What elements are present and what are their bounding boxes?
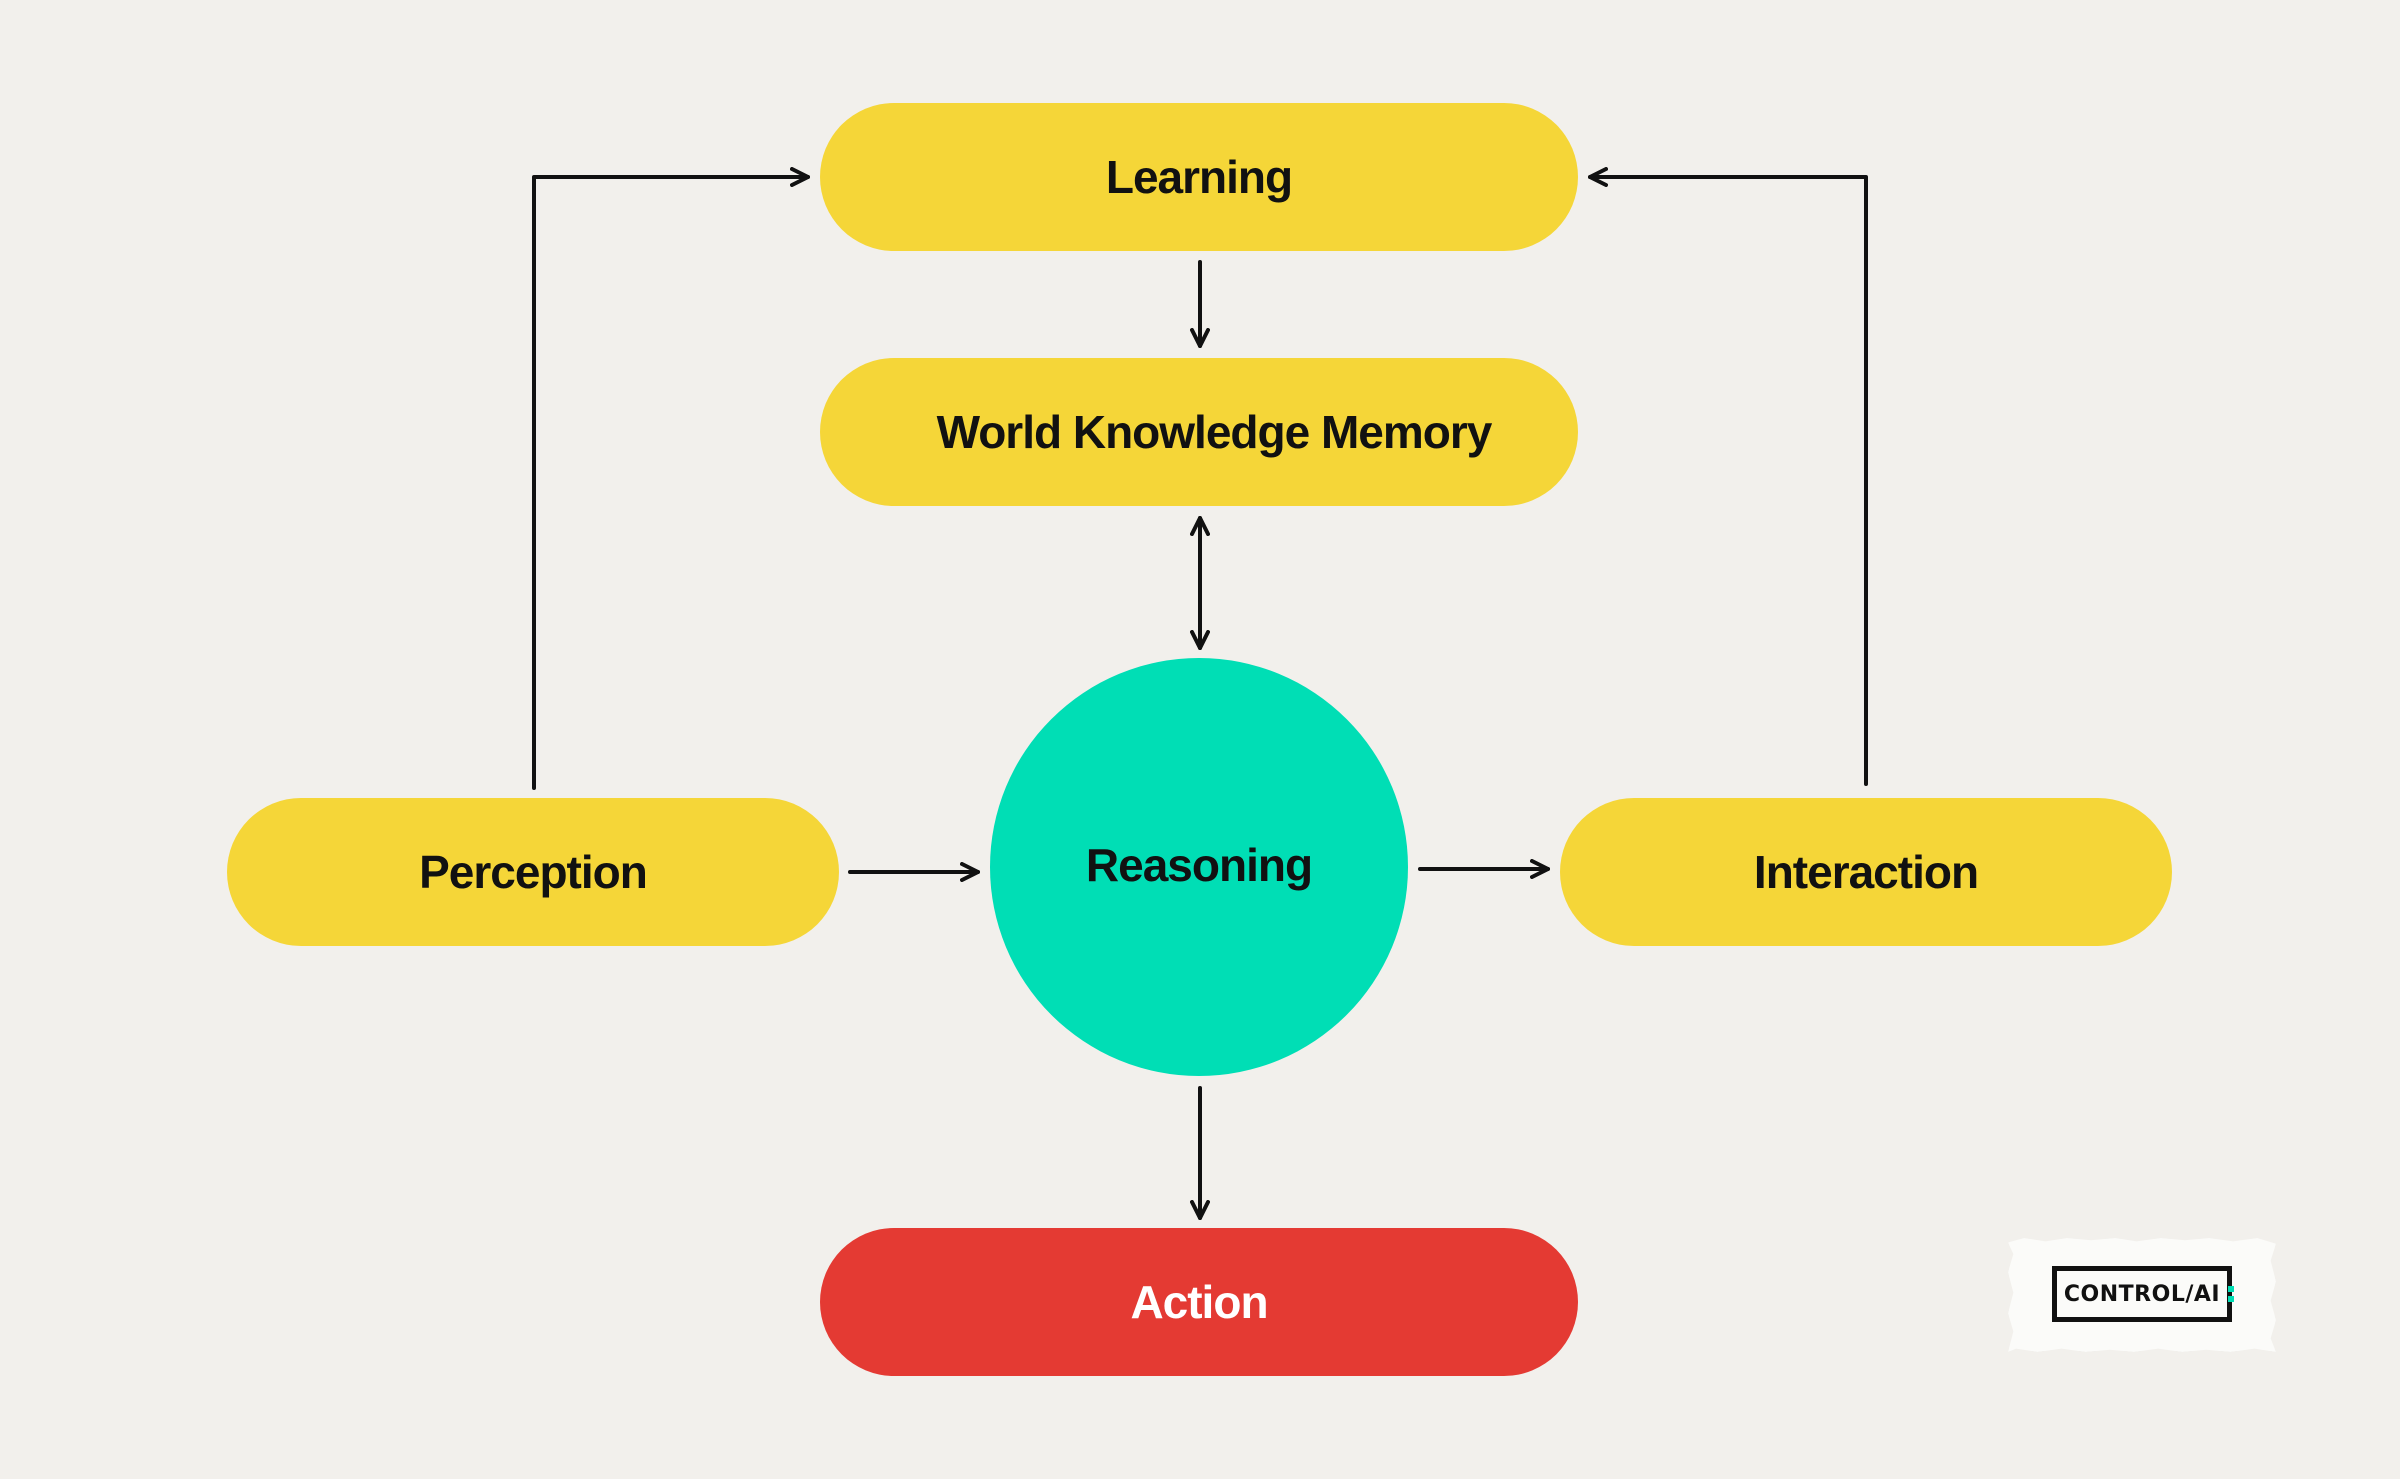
logo-accent-marks: [2228, 1286, 2234, 1302]
logo-accent-dot: [2228, 1296, 2234, 1302]
node-reasoning: Reasoning: [990, 658, 1408, 1076]
node-learning: Learning: [820, 103, 1578, 251]
logo-wordmark: CONTROL/AI: [2063, 1281, 2221, 1307]
node-reasoning-label: Reasoning: [1085, 839, 1313, 891]
logo-accent-dot: [2228, 1286, 2234, 1292]
node-interaction-label: Interaction: [1753, 846, 1979, 898]
edge-interaction-to-learning: [1588, 167, 1868, 786]
node-world-knowledge-memory-label: World Knowledge Memory: [936, 406, 1493, 458]
node-perception: Perception: [227, 798, 839, 946]
node-action: Action: [820, 1228, 1578, 1376]
node-world-knowledge-memory: World Knowledge Memory: [820, 358, 1578, 506]
edge-perception-to-learning: [532, 167, 810, 790]
node-interaction: Interaction: [1560, 798, 2172, 946]
node-action-label: Action: [1130, 1276, 1268, 1328]
control-ai-logo: CONTROL/AI: [2008, 1238, 2276, 1352]
node-learning-label: Learning: [1105, 151, 1293, 203]
logo-wordmark-box: CONTROL/AI: [2052, 1266, 2232, 1322]
node-perception-label: Perception: [419, 846, 648, 898]
